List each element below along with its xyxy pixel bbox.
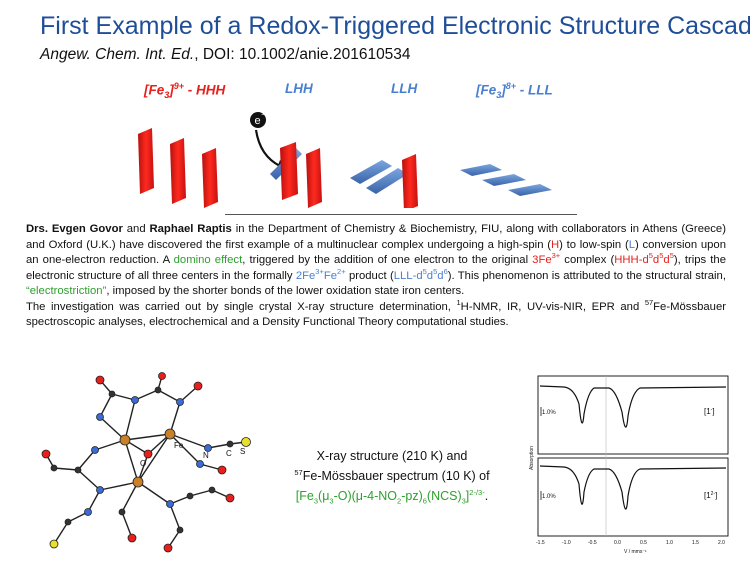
mossbauer-spectra: 1.0% 1.0% [1-] [12-] Absorption -1.5 -1.0… bbox=[529, 375, 729, 555]
svg-text:e: e bbox=[255, 115, 261, 127]
citation: Angew. Chem. Int. Ed., DOI: 10.1002/anie… bbox=[40, 46, 411, 64]
divider bbox=[225, 214, 577, 215]
journal-name: Angew. Chem. Int. Ed. bbox=[40, 46, 195, 63]
svg-text:O: O bbox=[140, 459, 146, 468]
plates-lll bbox=[460, 164, 552, 196]
spectrum-bottom-label: [12-] bbox=[704, 491, 717, 500]
caption-line-2: 57Fe-Mössbauer spectrum (10 K) of bbox=[294, 467, 490, 483]
plates-lhh bbox=[270, 142, 322, 208]
plates-hhh bbox=[138, 128, 218, 208]
svg-text:1.0%: 1.0% bbox=[542, 410, 556, 416]
svg-text:−: − bbox=[261, 112, 265, 119]
paragraph-methods: The investigation was carried out by sin… bbox=[26, 297, 726, 328]
spectrum-xlabel: V / mms⁻¹ bbox=[624, 549, 647, 555]
page-title: First Example of a Redox-Triggered Elect… bbox=[40, 12, 750, 40]
state-label-lll: [Fe3]8+ - LLL bbox=[476, 81, 553, 101]
state-label-lhh: LHH bbox=[285, 81, 313, 96]
tick-label: -0.5 bbox=[588, 540, 597, 546]
tick-label: 2.0 bbox=[718, 540, 725, 546]
spectrum-bottom-frame bbox=[537, 457, 729, 537]
tick-label: 1.5 bbox=[692, 540, 699, 546]
spectrum-top-frame bbox=[537, 375, 729, 455]
svg-text:1.0%: 1.0% bbox=[542, 494, 556, 500]
spin-cascade-illustration: e − bbox=[138, 112, 552, 208]
caption-formula: [Fe3(μ3-O)(μ-4-NO2-pz)6(NCS)3]2-/3-. bbox=[295, 487, 489, 506]
state-label-hhh: [Fe3]9+ - HHH bbox=[144, 81, 226, 101]
svg-text:C: C bbox=[226, 449, 232, 458]
state-label-llh: LLH bbox=[391, 81, 418, 96]
svg-text:Fe: Fe bbox=[174, 441, 184, 450]
spectrum-bottom-curve bbox=[539, 465, 727, 510]
plates-llh bbox=[350, 154, 418, 208]
svg-text:N: N bbox=[203, 451, 209, 460]
spectrum-ylabel: Absorption bbox=[529, 446, 535, 470]
tick-label: 0.0 bbox=[614, 540, 621, 546]
tick-label: -1.0 bbox=[562, 540, 571, 546]
spectrum-top-label: [1-] bbox=[704, 407, 715, 416]
spectrum-top-curve bbox=[539, 385, 727, 428]
tick-label: -1.5 bbox=[536, 540, 545, 546]
description-text: Drs. Evgen Govor and Raphael Raptis in t… bbox=[26, 222, 726, 331]
xray-structure-figure: O Fe N C S bbox=[41, 372, 251, 553]
caption-line-1: X-ray structure (210 K) and bbox=[316, 449, 468, 463]
figure-caption: X-ray structure (210 K) and 57Fe-Mössbau… bbox=[272, 446, 512, 506]
spectrum-tick-labels: -1.5 -1.0 -0.5 0.0 0.5 1.0 1.5 2.0 bbox=[536, 540, 725, 546]
paragraph-findings: Drs. Evgen Govor and Raphael Raptis in t… bbox=[26, 223, 726, 297]
tick-label: 0.5 bbox=[640, 540, 647, 546]
svg-text:S: S bbox=[240, 447, 245, 456]
doi-text: , DOI: 10.1002/anie.201610534 bbox=[194, 46, 411, 63]
tick-label: 1.0 bbox=[666, 540, 673, 546]
